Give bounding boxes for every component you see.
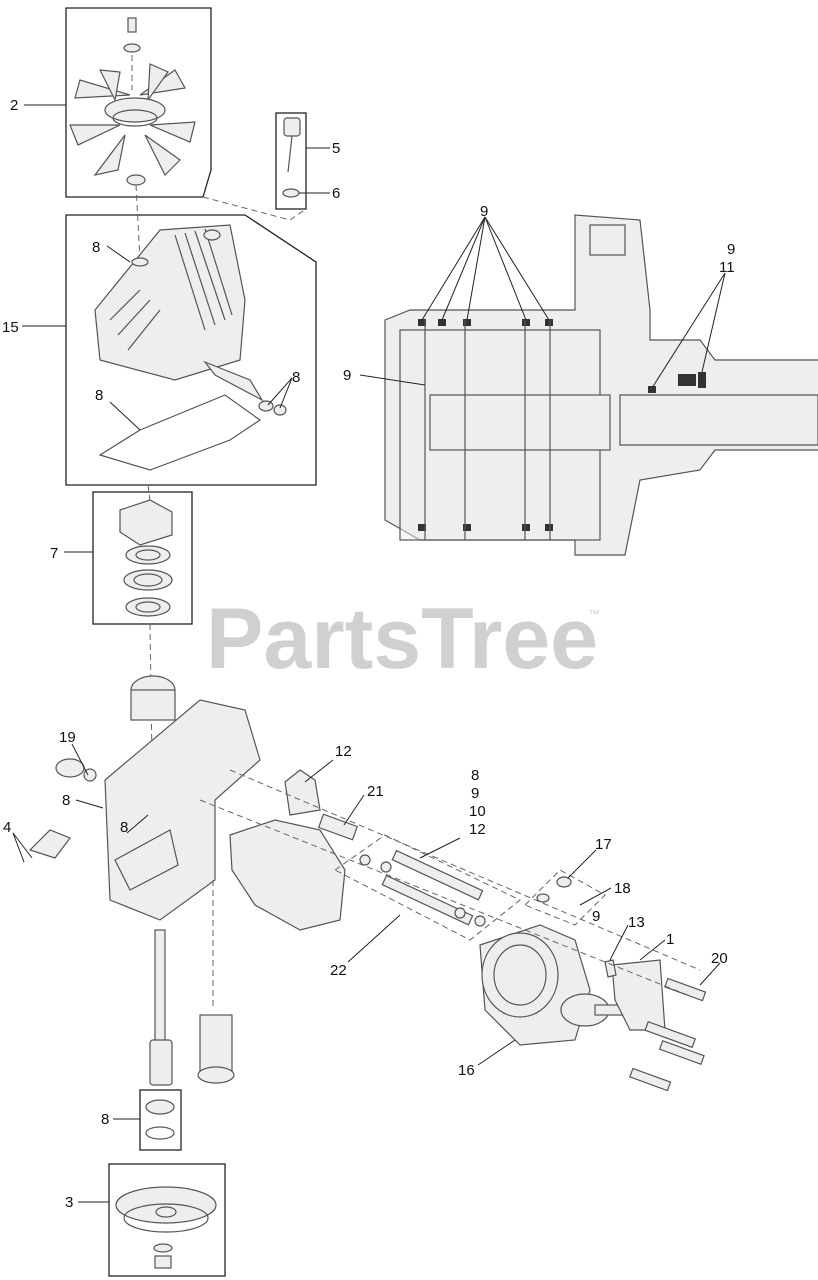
callout-10: 10 <box>469 803 486 820</box>
callout-1: 1 <box>666 931 674 948</box>
callout-8: 8 <box>292 369 300 386</box>
plug-19 <box>55 758 85 778</box>
callout-11: 11 <box>719 259 735 276</box>
center-housing <box>28 675 261 921</box>
pulley-box <box>108 1163 226 1277</box>
housing-gasket <box>98 394 262 471</box>
callout-9: 9 <box>727 241 735 258</box>
leader-lines <box>12 104 726 1203</box>
callout-19: 19 <box>59 729 76 746</box>
callout-5: 5 <box>332 140 340 157</box>
callout-9: 9 <box>471 785 479 802</box>
watermark-tm: ™ <box>588 607 600 621</box>
callout-labels: 2 5 6 8 15 8 8 9 9 11 9 7 19 8 4 8 12 21… <box>2 97 735 1211</box>
callout-6: 6 <box>332 185 340 202</box>
fan-nut <box>126 174 146 186</box>
callout-8: 8 <box>101 1111 109 1128</box>
callout-8: 8 <box>62 792 70 809</box>
fan-washer <box>123 43 141 53</box>
cover-box <box>524 869 606 926</box>
fan-blades <box>69 63 196 177</box>
callout-16: 16 <box>458 1062 475 1079</box>
fan-group <box>65 7 212 198</box>
housing-box <box>65 214 317 486</box>
callout-20: 20 <box>711 950 728 967</box>
bracket-12 <box>284 769 321 816</box>
filter <box>199 1014 233 1076</box>
callout-12: 12 <box>469 821 486 838</box>
output-shaft <box>619 394 818 446</box>
tube-box <box>334 834 521 941</box>
pulley-group <box>108 1163 226 1277</box>
housing-body <box>94 224 246 381</box>
callout-4: 4 <box>3 819 11 836</box>
bearing-block <box>119 499 173 546</box>
lower-bearing-box <box>139 1089 182 1151</box>
callout-12: 12 <box>335 743 352 760</box>
side-housing <box>229 769 359 931</box>
control-arm <box>203 360 264 402</box>
callout-13: 13 <box>628 914 645 931</box>
callout-18: 18 <box>614 880 631 897</box>
pulley <box>115 1186 217 1224</box>
cutaway-shaft <box>429 394 611 451</box>
fan-dash-link <box>202 196 307 221</box>
fan-box <box>65 7 212 198</box>
center-gasket <box>114 829 179 891</box>
callout-9: 9 <box>592 908 600 925</box>
bearing-box <box>92 491 193 625</box>
bolts-20 <box>629 977 707 1092</box>
dipstick-oring <box>282 188 300 198</box>
callout-2: 2 <box>10 97 18 114</box>
dipstick-group <box>275 112 307 210</box>
cutaway-section <box>384 214 818 556</box>
callout-8: 8 <box>92 239 100 256</box>
callout-8: 8 <box>120 819 128 836</box>
side-case <box>229 819 346 931</box>
fan-bolt <box>127 17 137 33</box>
cutaway-block <box>589 224 626 256</box>
callout-3: 3 <box>65 1194 73 1211</box>
watermark: PartsTree <box>206 591 598 687</box>
end-cap <box>479 924 666 1046</box>
pin-13 <box>604 959 617 978</box>
bearing-group <box>92 491 193 625</box>
dipstick-box <box>275 112 307 210</box>
lower-bearing-group <box>139 1089 182 1151</box>
housing-group <box>65 214 317 486</box>
lower-shaft <box>149 929 235 1086</box>
callout-21: 21 <box>367 783 384 800</box>
callout-22: 22 <box>330 962 347 979</box>
arm-4 <box>28 829 71 859</box>
callout-8: 8 <box>95 387 103 404</box>
callout-17: 17 <box>595 836 612 853</box>
pin-21 <box>317 813 359 841</box>
cutaway-seals <box>418 319 706 531</box>
housing-seal-top <box>131 257 149 267</box>
callout-7: 7 <box>50 545 58 562</box>
dipstick-cap <box>283 117 301 137</box>
callout-8: 8 <box>471 767 479 784</box>
callout-9: 9 <box>343 367 351 384</box>
plate-1 <box>611 959 666 1031</box>
callout-9: 9 <box>480 203 488 220</box>
callout-15: 15 <box>2 319 19 336</box>
